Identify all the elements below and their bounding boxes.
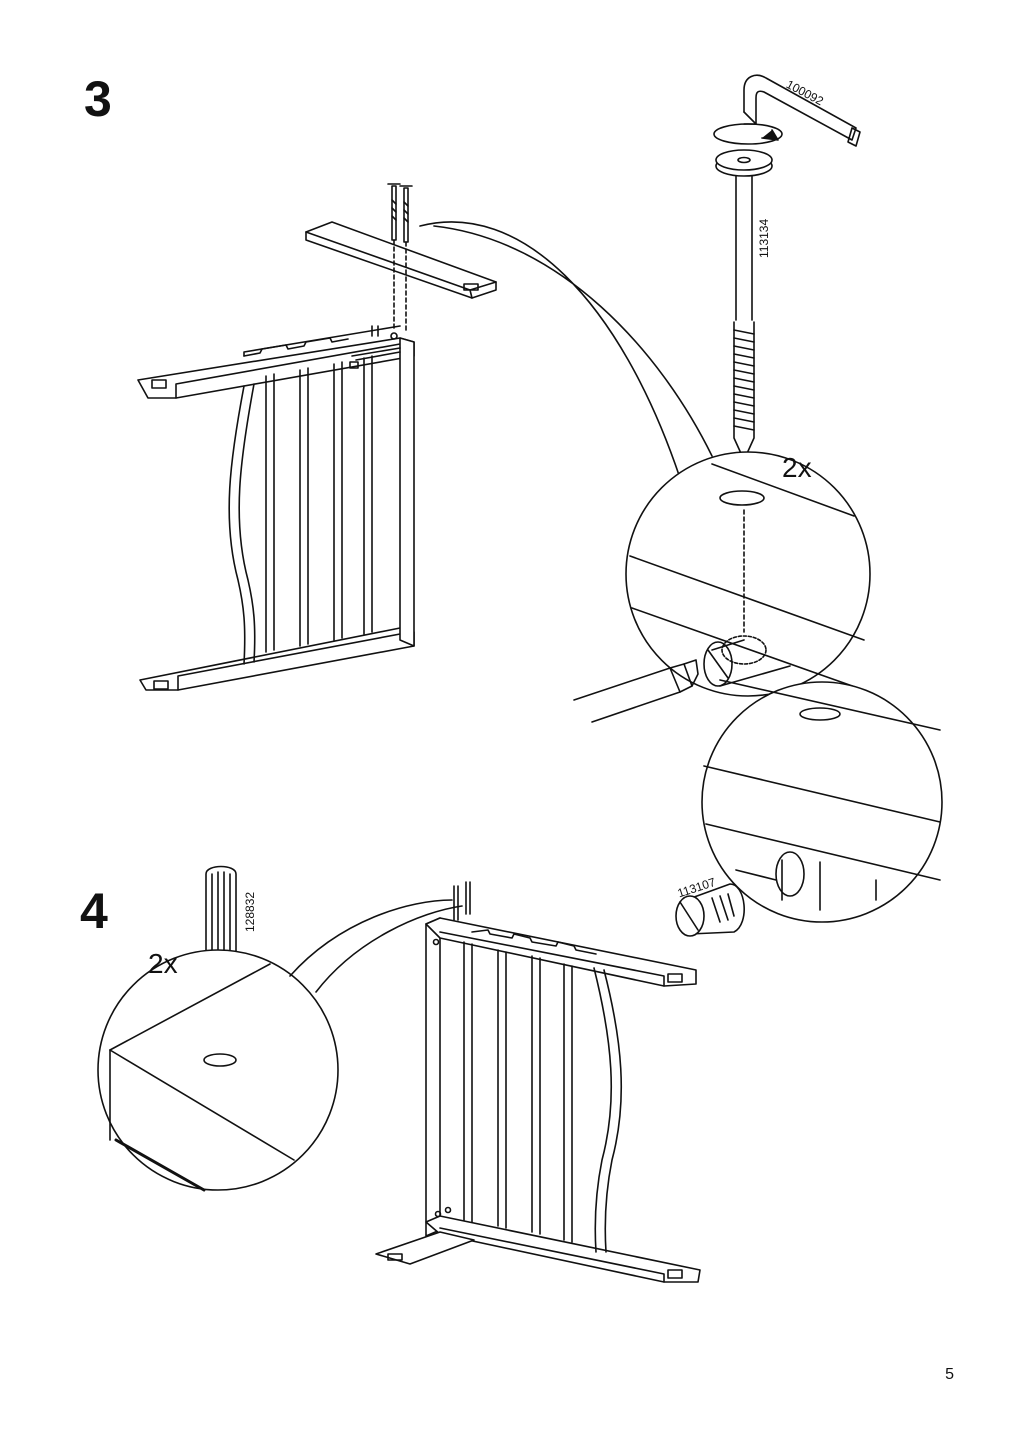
part-number-dowel: 128832 [243,891,257,932]
screw-icon [387,183,413,333]
step4-quantity: 2x [148,948,178,979]
cam-lock-nut-icon [675,883,745,937]
step4-detail-circle [97,949,339,1192]
step4-frame [375,917,701,1283]
part-number-bolt: 113134 [757,218,771,258]
step3-quantity: 2x [782,452,812,483]
step-number-4: 4 [80,883,108,939]
step3-detail-circle-2 [701,679,943,923]
step3-detail-circle [625,451,871,697]
page-number: 5 [945,1366,954,1383]
step3-top-beam [305,221,497,299]
step-number-3: 3 [84,71,112,127]
screwdriver-icon [573,659,699,723]
step3-callout-leader [419,221,713,479]
bolt-icon [715,149,773,461]
step3-frame [137,325,415,691]
rotate-arrow-icon [713,123,783,145]
step4-callout-leader [289,899,463,993]
